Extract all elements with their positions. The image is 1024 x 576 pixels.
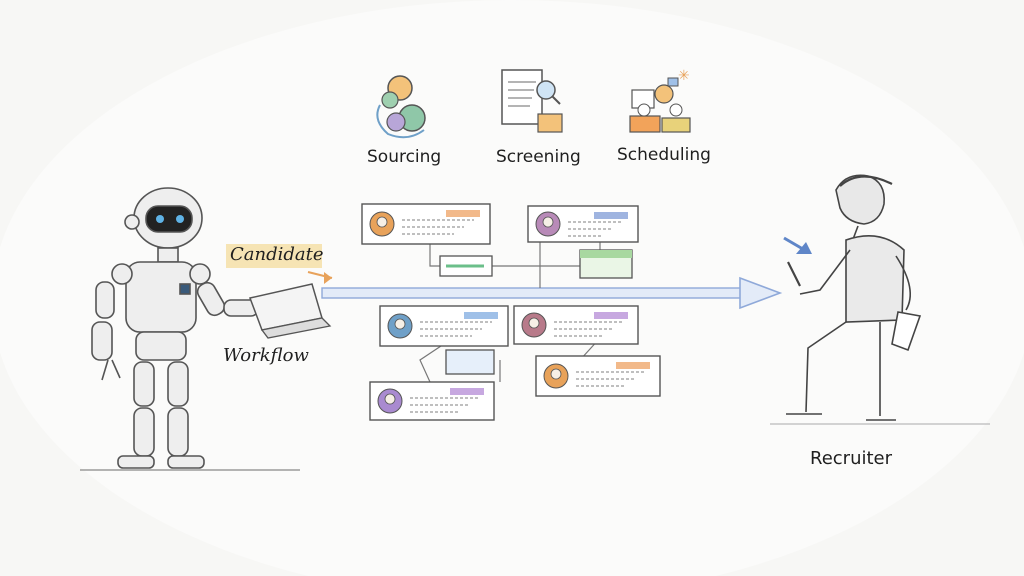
candidate-tag xyxy=(594,312,628,319)
laptop-icon xyxy=(248,283,332,339)
pointer-arrow-head xyxy=(324,272,332,284)
process-box-3 xyxy=(445,349,495,375)
robot-figure xyxy=(80,187,300,471)
main-flow-arrow xyxy=(321,276,783,310)
candidate-tag xyxy=(594,212,628,219)
stage-label-sourcing: Sourcing xyxy=(367,147,442,167)
candidate-card xyxy=(535,355,661,397)
workflow-label: Workflow xyxy=(223,345,309,366)
candidate-card xyxy=(361,203,491,245)
candidate-tag xyxy=(450,388,484,395)
sourcing-icon xyxy=(376,75,426,139)
tap-arrow-head xyxy=(796,242,812,254)
candidate-tag xyxy=(616,362,650,369)
recruiter-label: Recruiter xyxy=(810,448,893,469)
candidate-card xyxy=(513,305,639,345)
candidate-highlight xyxy=(226,244,322,268)
candidate-tag xyxy=(464,312,498,319)
candidate-label: Candidate xyxy=(230,244,324,265)
candidate-tag xyxy=(446,210,480,217)
screening-icon xyxy=(501,69,563,133)
candidate-card xyxy=(369,381,495,421)
svg-text:✳: ✳ xyxy=(678,68,690,84)
candidate-card xyxy=(527,205,639,243)
candidate-card xyxy=(379,305,509,347)
recruiter-figure xyxy=(770,174,990,425)
stage-label-screening: Screening xyxy=(496,147,581,167)
candidate-cards xyxy=(361,203,661,421)
process-box-2-header xyxy=(580,250,632,258)
stage-label-scheduling: Scheduling xyxy=(617,145,711,165)
scheduling-icon: ✳ xyxy=(629,68,691,133)
